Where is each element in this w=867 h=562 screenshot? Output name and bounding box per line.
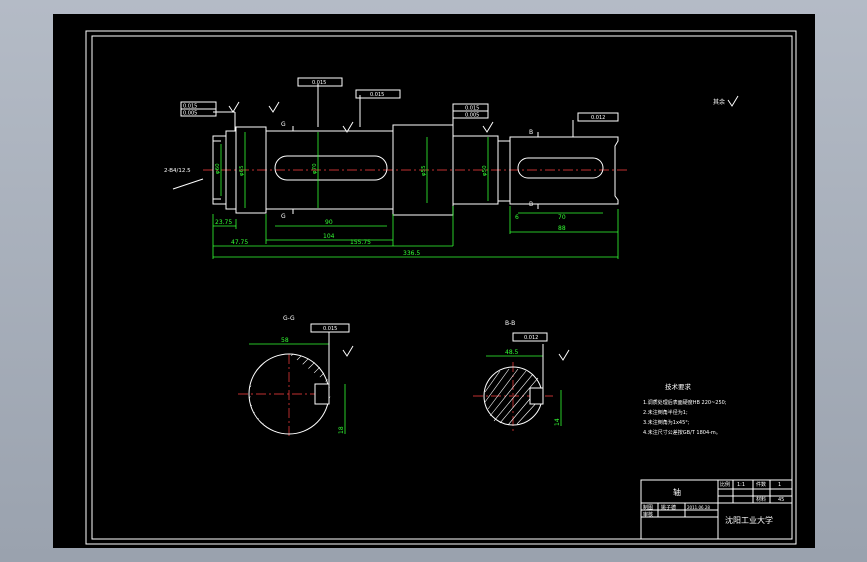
dim-6: 6 [515, 214, 519, 221]
dim-88: 88 [558, 225, 566, 232]
title-qty-label: 件数 [756, 481, 766, 488]
title-material-label: 材料 [756, 496, 766, 503]
tol-section-bb: 0.012 [524, 335, 538, 341]
dim-70: 70 [558, 214, 566, 221]
dimensions: 23.75 90 104 47.75 155.75 336.5 6 70 88 … [164, 132, 619, 259]
note-2: 2.未注倒角半径为1; [643, 409, 688, 416]
section-bb: B-B 48.5 14 0.012 [473, 320, 570, 434]
title-qty-value: 1 [778, 482, 781, 488]
title-check-label: 审核 [643, 511, 653, 518]
keyway-right [517, 157, 604, 179]
dim-104: 104 [323, 233, 335, 240]
title-drawn-name: 姚子德 [661, 504, 676, 511]
section-label-b-top: B [529, 129, 533, 136]
title-drawn-date: 2011.06.28 [687, 505, 710, 510]
tol-top-a: 0.015 [370, 92, 384, 98]
drawing-border [85, 30, 797, 545]
dim-phi1: φ60 [215, 163, 221, 174]
section-gg-title: G-G [283, 315, 295, 322]
dim-15575: 155.75 [350, 239, 371, 246]
bb-depth-dim: 14 [554, 418, 561, 426]
tol-top-left-1: 0.015 [183, 104, 197, 110]
tolerance-frames: 0.015 0.005 0.015 0.015 0.015 0.005 0.01… [180, 77, 619, 137]
tol-right-1: 0.015 [465, 106, 479, 112]
section-bb-title: B-B [505, 320, 515, 327]
cad-drawing: G G B B 23.75 90 104 47.75 155.75 336.5 … [85, 30, 797, 545]
title-block: 轴 比例 1:1 件数 1 材料 45 制图 姚子德 2011.06.28 审核… [640, 479, 793, 540]
dim-2375: 23.75 [215, 219, 232, 226]
dim-chamfer: 2-B4/12.5 [164, 168, 191, 174]
bb-width-dim: 48.5 [505, 349, 519, 356]
roughness-other-label: 其余 [713, 98, 725, 106]
note-1: 1.调质处理后表面硬度HB 220~250; [643, 399, 727, 406]
tol-right-2: 0.005 [465, 113, 479, 119]
title-school: 沈阳工业大学 [725, 515, 773, 525]
keyway-left [274, 155, 388, 181]
note-3: 3.未注倒角为1x45°; [643, 419, 690, 426]
roughness-symbols: 其余 [228, 95, 739, 133]
dim-phi3: φ70 [312, 163, 318, 174]
technical-notes: 技术要求 1.调质处理后表面硬度HB 220~250; 2.未注倒角半径为1; … [643, 382, 727, 436]
title-drawn-label: 制图 [643, 504, 653, 511]
shaft-outline [212, 124, 619, 216]
section-label-g-bottom: G [281, 213, 286, 220]
inner-border [91, 35, 793, 540]
dim-phi5: φ50 [482, 165, 488, 176]
section-label-g-top: G [281, 121, 286, 128]
tol-top-left-2: 0.005 [183, 111, 197, 117]
section-marker-g: G G [281, 121, 294, 220]
tol-section-gg: 0.015 [323, 326, 337, 332]
dim-4775: 47.75 [231, 239, 248, 246]
dim-phi2: φ65 [239, 165, 245, 176]
section-label-b-bottom: B [529, 201, 533, 208]
notes-title: 技术要求 [665, 382, 692, 391]
dim-phi4: φ55 [421, 165, 427, 176]
section-gg: G-G 58 [238, 315, 354, 439]
title-scale-value: 1:1 [737, 482, 745, 488]
tol-far-right: 0.012 [591, 115, 605, 121]
note-4: 4.未注尺寸公差按GB/T 1804-m。 [643, 429, 721, 436]
dim-3365: 336.5 [403, 250, 420, 257]
drawing-canvas[interactable]: G G B B 23.75 90 104 47.75 155.75 336.5 … [53, 14, 815, 548]
title-scale-label: 比例 [720, 481, 730, 488]
gg-width-dim: 58 [281, 337, 289, 344]
tol-top-c: 0.015 [312, 80, 326, 86]
gg-depth-dim: 18 [338, 426, 345, 434]
dim-90: 90 [325, 219, 333, 226]
section-marker-b: B B [529, 129, 539, 209]
title-material-value: 45 [778, 497, 784, 503]
title-part-name: 轴 [673, 487, 681, 497]
